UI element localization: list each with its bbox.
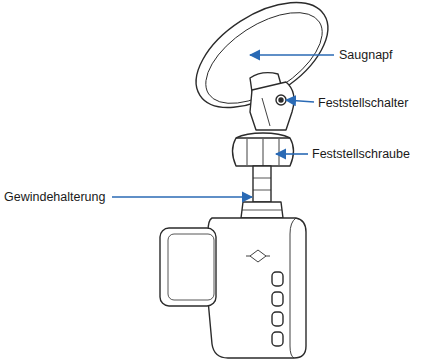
threaded-mount bbox=[241, 166, 283, 218]
part-label: Gewindehalterung bbox=[4, 190, 105, 205]
part-label: Feststellschraube bbox=[312, 147, 410, 162]
lock-lever bbox=[250, 82, 294, 130]
part-label: Saugnapf bbox=[339, 48, 393, 63]
leader-arrow bbox=[276, 153, 308, 155]
leader-arrow bbox=[286, 100, 314, 102]
camera-body bbox=[160, 218, 306, 358]
leader-arrow bbox=[112, 196, 252, 198]
lock-screw bbox=[233, 133, 294, 166]
part-label: Feststellschalter bbox=[318, 96, 408, 111]
leader-arrow bbox=[250, 54, 334, 56]
